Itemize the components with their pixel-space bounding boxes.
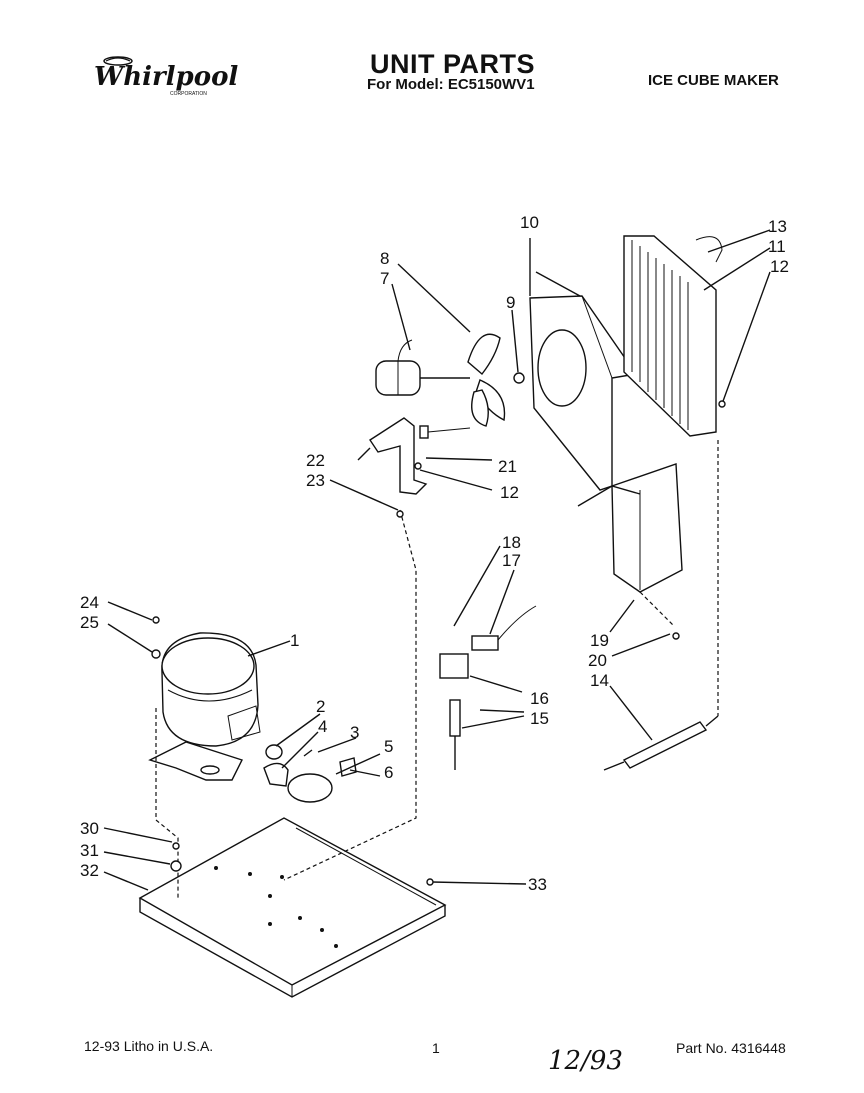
whirlpool-logo-icon [103, 56, 133, 66]
callout-9: 9 [506, 293, 515, 312]
part-number: Part No. 4316448 [676, 1040, 786, 1056]
callout-24: 24 [80, 593, 99, 612]
callout-20: 20 [588, 651, 607, 670]
callout-31: 31 [80, 841, 99, 860]
drier [603, 715, 719, 771]
callout-18: 18 [502, 533, 521, 552]
fan-motor-assembly [369, 333, 525, 495]
callout-13: 13 [768, 217, 787, 236]
callout-16: 16 [530, 689, 549, 708]
relay-overload-group [263, 744, 357, 803]
print-info: 12-93 Litho in U.S.A. [84, 1038, 214, 1054]
callout-15: 15 [530, 709, 549, 728]
brand-logo: Whirlpool CORPORATION [84, 52, 238, 102]
callout-19: 19 [590, 631, 609, 650]
callout-4: 4 [318, 717, 327, 736]
callout-25: 25 [80, 613, 99, 632]
callout-17: 17 [502, 551, 521, 570]
callout-14: 14 [590, 671, 609, 690]
callout-10: 10 [520, 213, 539, 232]
callout-12b: 12 [500, 483, 519, 502]
callout-12a: 12 [770, 257, 789, 276]
leader-lines [103, 229, 771, 891]
brand-sub: CORPORATION [170, 91, 207, 97]
callout-labels: 1 2 3 4 5 6 7 8 9 10 11 12 13 14 15 16 1… [80, 213, 789, 894]
callout-22: 22 [306, 451, 325, 470]
fasteners [151, 400, 726, 886]
callout-7: 7 [380, 269, 389, 288]
baffle [577, 463, 683, 593]
callout-23: 23 [306, 471, 325, 490]
page-title: UNIT PARTS [370, 49, 535, 79]
compressor [148, 632, 261, 781]
callout-2: 2 [316, 697, 325, 716]
callout-1: 1 [290, 631, 299, 650]
callout-8: 8 [380, 249, 389, 268]
handwritten-date: 12/93 [548, 1046, 623, 1076]
condenser-coil [623, 235, 723, 437]
base-pan [138, 817, 447, 998]
brand-name: Whirlpool [94, 62, 239, 92]
page-number: 1 [432, 1040, 440, 1056]
callout-32: 32 [80, 861, 99, 880]
model-line: For Model: EC5150WV1 [367, 76, 535, 93]
section-title: ICE CUBE MAKER [648, 72, 779, 89]
solenoid-valve-group [439, 605, 537, 770]
callout-6: 6 [384, 763, 393, 782]
callout-30: 30 [80, 819, 99, 838]
fan-shroud [529, 295, 638, 491]
callout-11: 11 [768, 237, 786, 256]
callout-3: 3 [350, 723, 359, 742]
callout-33: 33 [528, 875, 547, 894]
callout-21: 21 [498, 457, 517, 476]
callout-5: 5 [384, 737, 393, 756]
